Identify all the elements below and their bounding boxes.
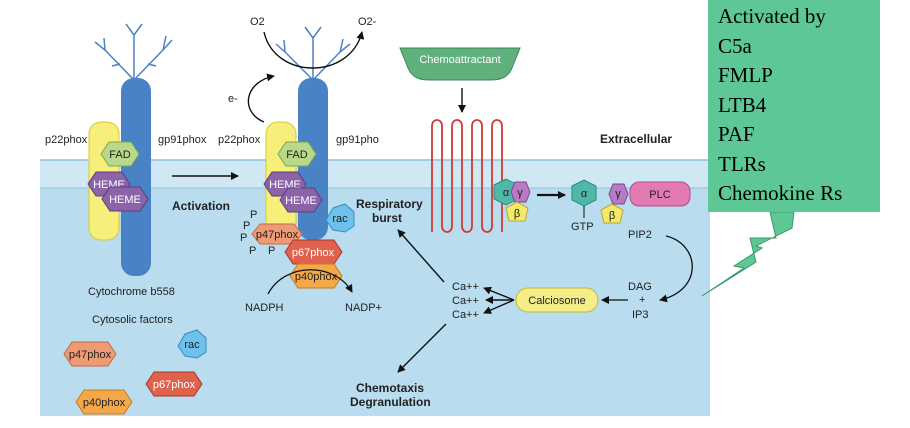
nadph-arrow	[267, 269, 353, 295]
gp91phox-left-subunit	[121, 78, 151, 276]
plc-label: PLC	[649, 189, 670, 201]
plus-label: +	[639, 294, 645, 306]
heme-left-2-label: HEME	[109, 194, 141, 206]
pip2-label: PIP2	[628, 229, 652, 241]
p47phox-free-label: p47phox	[69, 349, 112, 361]
chemotaxis-label: Chemotaxis	[356, 381, 424, 395]
g-gamma-bound-label: γ	[517, 187, 523, 199]
p22phox-right-label: p22phox	[218, 134, 261, 146]
calciosome-shape	[515, 287, 599, 313]
rac-free-label: rac	[184, 339, 200, 351]
p40phox-free-icon	[75, 389, 133, 415]
p40phox-bound-label: p40phox	[295, 271, 338, 283]
callout-title: Activated by	[718, 4, 826, 28]
cytosolic-factors-label: Cytosolic factors	[92, 314, 173, 326]
ca-to-burst-arrow	[397, 229, 445, 283]
phosphate-3-label: P	[240, 232, 247, 244]
phosphate-4-label: P	[249, 245, 256, 257]
ip3-label: IP3	[632, 309, 649, 321]
g-gamma-active-icon	[608, 183, 629, 205]
heme-left-2-icon	[101, 186, 149, 212]
callout-item-tlrs: TLRs	[718, 151, 766, 176]
fad-left-icon	[100, 141, 140, 167]
ca-release-arrow-3	[483, 299, 515, 314]
g-alpha-active-icon	[571, 179, 597, 207]
ca-label-1: Ca++	[452, 281, 479, 293]
fad-right-label: FAD	[286, 149, 307, 161]
rac-bound-label: rac	[332, 213, 348, 225]
g-beta-bound-label: β	[514, 208, 520, 220]
o2-label: O2	[250, 16, 265, 28]
cytochrome-label: Cytochrome b558	[88, 286, 175, 298]
phosphate-2-label: P	[243, 220, 250, 232]
calciosome-label: Calciosome	[528, 295, 585, 307]
g-alpha-bound-label: α	[503, 187, 510, 199]
callout-item-fmlp: FMLP	[718, 63, 773, 87]
gp91phox-left-label: gp91phox	[158, 134, 207, 146]
phosphate-5-label: P	[268, 245, 275, 257]
g-beta-bound-icon	[505, 201, 529, 222]
ca-label-3: Ca++	[452, 309, 479, 321]
p67phox-free-label: p67phox	[153, 379, 196, 391]
callout-item-chemokine-rs: Chemokine Rs	[718, 181, 843, 205]
callout-item-c5a: C5a	[718, 33, 752, 58]
nadp-label: NADP+	[345, 302, 382, 314]
nadph-label: NADPH	[245, 302, 284, 314]
rac-free-icon	[177, 329, 207, 359]
ca-release-arrow-1	[483, 286, 515, 301]
p47phox-free-icon	[63, 341, 117, 367]
cytochrome-resting: FAD HEME HEME p22phox gp91phox	[45, 23, 207, 276]
plasma-membrane	[40, 160, 710, 188]
activator-callout: Activated by C5a FMLP LTB4 PAF TLRs Chem…	[708, 0, 880, 212]
callout-item-ltb4: LTB4	[718, 92, 767, 117]
p67phox-bound-label: p67phox	[292, 247, 335, 259]
glycosylation-right-icon	[275, 26, 351, 81]
gpcr-receptor	[431, 119, 503, 233]
electron-label: e-	[228, 93, 238, 105]
superoxide-arrow	[263, 31, 365, 69]
rac-bound-icon	[325, 203, 355, 233]
g-gamma-active-label: γ	[615, 188, 621, 200]
extracellular-label: Extracellular	[600, 132, 672, 146]
p22phox-left-label: p22phox	[45, 134, 88, 146]
phosphate-1-label: P	[250, 209, 257, 221]
electron-arrow	[247, 73, 275, 123]
heme-right-2-icon	[279, 187, 323, 213]
respiratory-label: Respiratory	[356, 197, 423, 211]
burst-label: burst	[372, 211, 402, 225]
cytochrome-active: FAD HEME HEME p22phox gp91pho P P P P P …	[218, 26, 379, 289]
p67phox-free-icon	[145, 371, 203, 397]
glycosylation-left-icon	[94, 23, 173, 81]
chemoattractant-label: Chemoattractant	[419, 54, 500, 66]
chemoattractant-shape	[399, 47, 521, 81]
lightning-bolt-icon	[701, 211, 795, 297]
gp91phox-right-label: gp91pho	[336, 134, 379, 146]
plc-shape	[629, 181, 691, 207]
g-gamma-bound-icon	[510, 181, 531, 203]
heme-right-2-label: HEME	[285, 195, 317, 207]
pip2-hydrolysis-arrow	[659, 235, 693, 303]
gtp-label: GTP	[571, 221, 594, 233]
ca-to-chemotaxis-arrow	[397, 323, 447, 373]
fad-left-label: FAD	[109, 149, 130, 161]
o2-minus-label: O2-	[358, 16, 377, 28]
g-beta-active-label: β	[609, 210, 615, 222]
p47phox-bound-label: p47phox	[256, 229, 299, 241]
degranulation-label: Degranulation	[350, 395, 431, 409]
g-alpha-active-label: α	[581, 188, 588, 200]
activation-label: Activation	[172, 199, 230, 213]
ca-label-2: Ca++	[452, 295, 479, 307]
dag-label: DAG	[628, 281, 652, 293]
callout-item-paf: PAF	[718, 122, 755, 146]
g-beta-active-icon	[600, 203, 624, 224]
p40phox-free-label: p40phox	[83, 397, 126, 409]
fad-right-icon	[277, 141, 317, 167]
